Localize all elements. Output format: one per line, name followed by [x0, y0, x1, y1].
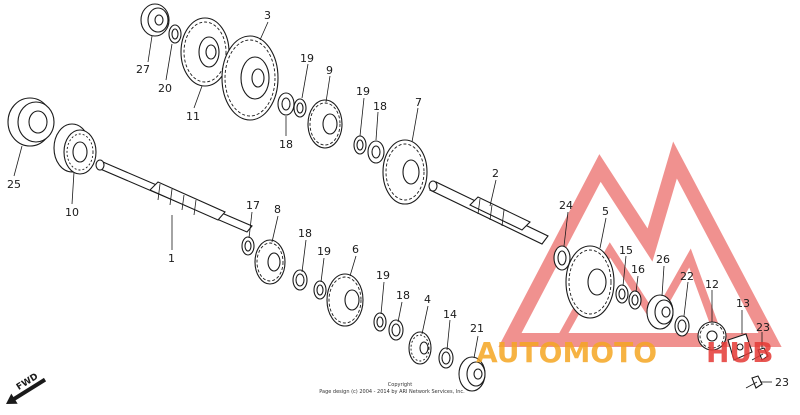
- callout-18-d: 18: [396, 289, 410, 302]
- gear-5: [565, 245, 615, 319]
- gear-11: [180, 17, 230, 87]
- washer-19-mid: [353, 135, 367, 155]
- gear-8: [254, 239, 286, 285]
- gear-9: [307, 99, 343, 149]
- copyright-notice: Copyright Page design (c) 2004 - 2014 by…: [319, 382, 465, 395]
- callout-15: 15: [619, 244, 633, 257]
- callout-27: 27: [136, 63, 150, 76]
- callout-14: 14: [443, 308, 457, 321]
- sprocket-12: [697, 321, 727, 351]
- bolt-23-lower: [745, 375, 763, 389]
- washer-19-upper: [293, 98, 307, 118]
- callout-2: 2: [492, 167, 499, 180]
- callout-13: 13: [736, 297, 750, 310]
- washer-14: [438, 347, 454, 369]
- washer-18-upper: [277, 92, 295, 116]
- copyright-line-1: Copyright: [388, 382, 412, 388]
- callout-1: 1: [168, 252, 175, 265]
- fwd-direction-arrow: FWD: [6, 372, 47, 404]
- counter-shaft: [428, 180, 549, 245]
- callout-19-b: 19: [356, 85, 370, 98]
- washer-20: [168, 24, 182, 44]
- callout-6: 6: [352, 243, 359, 256]
- callout-18-a: 18: [373, 100, 387, 113]
- copyright-line-2: Page design (c) 2004 - 2014 by ARI Netwo…: [319, 389, 465, 395]
- main-shaft: [95, 159, 253, 233]
- callout-11: 11: [186, 110, 200, 123]
- gear-6: [326, 273, 364, 327]
- gear-7: [382, 139, 428, 205]
- callout-21: 21: [470, 322, 484, 335]
- watermark-brand-part1: AUTOMOTO: [476, 336, 657, 369]
- callout-labels: 3 27 20 11 19 9 19 18 7 18 25 10 1 17 8 …: [7, 9, 789, 389]
- callout-24: 24: [559, 199, 573, 212]
- callout-5: 5: [602, 205, 609, 218]
- washer-19-lower: [313, 280, 327, 300]
- callout-16: 16: [631, 263, 645, 276]
- washer-18-mid: [367, 140, 385, 164]
- callout-12: 12: [705, 278, 719, 291]
- washer-24: [553, 245, 571, 271]
- bearing-21: [458, 356, 486, 392]
- callout-23-b: 23: [775, 376, 789, 389]
- washer-15: [615, 284, 629, 304]
- leader-lines: [13, 21, 772, 383]
- callout-18-c: 18: [298, 227, 312, 240]
- gear-3: [221, 35, 279, 121]
- bearing-26: [646, 294, 674, 330]
- plate-13: [727, 333, 753, 361]
- callout-17: 17: [246, 199, 260, 212]
- washer-17: [241, 236, 255, 256]
- gear-4: [408, 331, 432, 365]
- callout-19-c: 19: [317, 245, 331, 258]
- bearing-27: [140, 3, 170, 37]
- callout-26: 26: [656, 253, 670, 266]
- callout-20: 20: [158, 82, 172, 95]
- callout-19-d: 19: [376, 269, 390, 282]
- callout-9: 9: [326, 64, 333, 77]
- gear-10: [53, 123, 97, 175]
- washer-19-bottom: [373, 312, 387, 332]
- callout-25: 25: [7, 178, 21, 191]
- callout-4: 4: [424, 293, 431, 306]
- oil-seal-22: [674, 315, 690, 337]
- washer-16: [628, 290, 642, 310]
- callout-18-b: 18: [279, 138, 293, 151]
- callout-19-a: 19: [300, 52, 314, 65]
- callout-23-a: 23: [756, 321, 770, 334]
- callout-3: 3: [264, 9, 271, 22]
- washer-18-bottom: [388, 319, 404, 341]
- callout-7: 7: [415, 96, 422, 109]
- washer-18-lower: [292, 269, 308, 291]
- watermark-brand-part2: HUB: [706, 336, 774, 369]
- automotohub-watermark-text: AUTOMOTO HUB: [476, 336, 774, 369]
- callout-10: 10: [65, 206, 79, 219]
- bearing-25: [7, 97, 55, 147]
- bolt-23-upper: [751, 347, 769, 361]
- arrow-icon: [6, 377, 47, 404]
- callout-8: 8: [274, 203, 281, 216]
- automotohub-watermark-logo: [498, 141, 782, 347]
- callout-22: 22: [680, 270, 694, 283]
